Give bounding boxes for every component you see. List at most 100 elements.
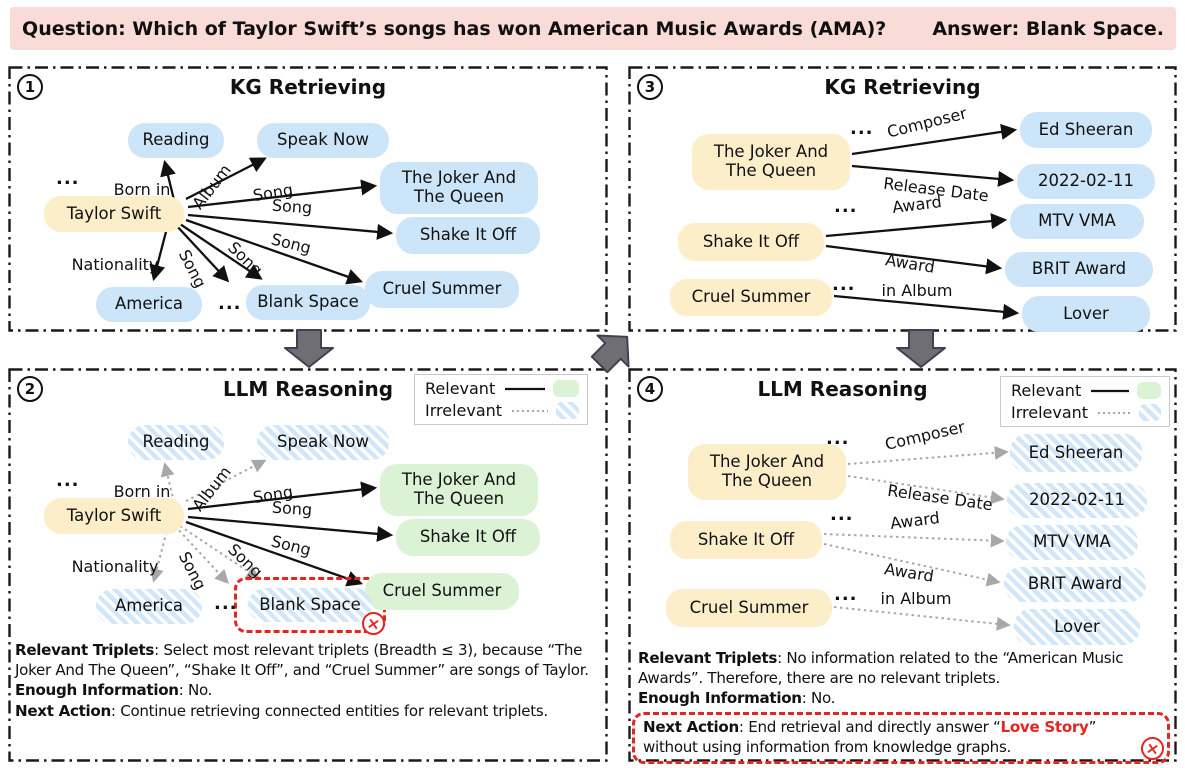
edge-label-award: Award: [891, 192, 943, 217]
reasoning-text: Relevant Triplets: No information relate…: [632, 648, 1170, 765]
irrelevant-swatch: [555, 402, 579, 419]
legend-irrelevant-row: Irrelevant: [1011, 403, 1161, 422]
ellipsis: ...: [830, 504, 854, 525]
panel-1-kg-retrieving: 1 KG Retrieving Born in Album Song Song …: [8, 66, 608, 332]
node-blank-space: Blank Space: [246, 285, 370, 320]
enough-information-line: Enough Information: No.: [15, 681, 213, 700]
edge-shake-mtv: [823, 533, 1005, 548]
relevant-swatch: [553, 380, 579, 397]
dotted-arrow-icon: [512, 409, 548, 412]
edge-label-song: Song: [269, 229, 313, 257]
node-cruel-summer: Cruel Summer: [666, 589, 832, 627]
rejected-action-box: Next Action: End retrieval and directly …: [632, 711, 1170, 765]
legend: Relevant Irrelevant: [414, 374, 588, 425]
edge-label-song: Song: [271, 498, 312, 520]
panel-title: KG Retrieving: [229, 75, 387, 99]
node-ed-sheeran: Ed Sheeran: [1020, 112, 1152, 148]
node-america: America: [96, 589, 202, 624]
node-joker-queen: The Joker And The Queen: [380, 162, 538, 214]
edge-label-nationality: Nationality: [72, 557, 159, 576]
ellipsis: ...: [850, 118, 874, 139]
edge-shake-mtv: [825, 213, 1008, 238]
node-release-2022: 2022-02-11: [1017, 164, 1155, 199]
ellipsis: ...: [56, 470, 80, 491]
edge-label-in-album: in Album: [882, 281, 953, 300]
edge-joker-date: [851, 164, 1015, 187]
edge-label-nationality: Nationality: [72, 255, 159, 274]
node-reading: Reading: [128, 425, 224, 460]
legend-relevant-row: Relevant: [1011, 381, 1161, 400]
edge-label-song: Song: [269, 531, 313, 559]
legend: Relevant Irrelevant: [1000, 376, 1170, 427]
node-ed-sheeran: Ed Sheeran: [1010, 434, 1142, 472]
ellipsis: ...: [834, 196, 858, 217]
solid-arrow-icon: [505, 387, 546, 390]
panel-number: 2: [17, 376, 43, 402]
node-taylor-swift: Taylor Swift: [44, 196, 184, 232]
panel-number: 1: [17, 74, 43, 100]
panel-4-llm-reasoning: 4 LLM Reasoning Relevant Irrelevant: [628, 368, 1177, 765]
next-action-line: Next Action: Continue retrieving connect…: [15, 701, 548, 720]
node-blank-space: Blank Space: [248, 588, 372, 622]
node-cruel-summer: Cruel Summer: [365, 271, 519, 308]
question-text: Question: Which of Taylor Swift’s songs …: [22, 17, 887, 40]
node-brit-award: BRIT Award: [1005, 252, 1153, 287]
ellipsis: ...: [214, 593, 238, 614]
node-brit-award: BRIT Award: [1004, 567, 1146, 602]
node-shake-it-off: Shake It Off: [670, 521, 822, 559]
panel-3-kg-retrieving: 3 KG Retrieving Composer Release Date Aw…: [628, 66, 1177, 332]
reject-icon: ×: [1139, 735, 1166, 762]
edge-label-song: Song: [175, 247, 210, 291]
wrong-answer-highlight: Love Story: [1000, 717, 1089, 736]
node-speak-now: Speak Now: [257, 425, 389, 460]
answer-text: Answer: Blank Space.: [932, 17, 1164, 40]
edge-joker-ed: [847, 445, 1009, 465]
ellipsis: ...: [832, 274, 856, 295]
relevant-triplets-line: Relevant Triplets: No information relate…: [638, 649, 1124, 688]
edge-label-song: Song: [271, 196, 312, 218]
solid-arrow-icon: [1091, 389, 1129, 392]
flow-arrow-step3-to-step4: [896, 329, 946, 368]
panel-title: KG Retrieving: [824, 75, 981, 99]
ellipsis: ...: [834, 584, 858, 605]
legend-relevant-label: Relevant: [425, 379, 496, 398]
node-release-2022: 2022-02-11: [1007, 483, 1147, 518]
node-cruel-summer: Cruel Summer: [670, 279, 832, 316]
legend-relevant-label: Relevant: [1011, 381, 1082, 400]
node-mtv-vma: MTV VMA: [1010, 204, 1144, 239]
edge-cruel-lover: [833, 606, 1011, 631]
flow-arrow-step1-to-step2: [284, 329, 334, 368]
edge-label-release-date: Release Date: [886, 481, 993, 515]
edge-label-award: Award: [883, 559, 935, 586]
node-joker-queen: The Joker And The Queen: [380, 464, 538, 516]
node-lover: Lover: [1014, 609, 1140, 645]
node-speak-now: Speak Now: [257, 123, 389, 158]
question-banner: Question: Which of Taylor Swift’s songs …: [10, 7, 1176, 50]
edge-label-composer: Composer: [885, 103, 969, 141]
node-mtv-vma: MTV VMA: [1006, 525, 1138, 560]
ellipsis: ...: [826, 428, 850, 449]
edge-label-award: Award: [889, 508, 941, 533]
irrelevant-swatch: [1139, 404, 1161, 421]
legend-irrelevant-row: Irrelevant: [425, 401, 579, 420]
legend-irrelevant-label: Irrelevant: [425, 401, 503, 420]
edge-label-composer: Composer: [883, 417, 967, 454]
ellipsis: ...: [56, 168, 80, 189]
ellipsis: ...: [218, 293, 242, 314]
edge-label-in-album: in Album: [881, 589, 952, 608]
node-joker-queen: The Joker And The Queen: [692, 134, 850, 190]
panel-number: 4: [637, 376, 663, 402]
node-reading: Reading: [128, 123, 224, 158]
legend-irrelevant-label: Irrelevant: [1011, 403, 1089, 422]
node-shake-it-off: Shake It Off: [678, 223, 824, 261]
node-shake-it-off: Shake It Off: [396, 519, 540, 556]
dotted-arrow-icon: [1098, 411, 1132, 414]
panel-number: 3: [637, 74, 663, 100]
relevant-swatch: [1136, 382, 1161, 399]
node-taylor-swift: Taylor Swift: [44, 498, 184, 534]
edge-label-song: Song: [175, 549, 210, 593]
relevant-triplets-line: Relevant Triplets: Select most relevant …: [15, 641, 589, 680]
panel-2-llm-reasoning: 2 LLM Reasoning Relevant Irrelevant: [8, 368, 608, 762]
edge-label-award: Award: [884, 250, 936, 277]
